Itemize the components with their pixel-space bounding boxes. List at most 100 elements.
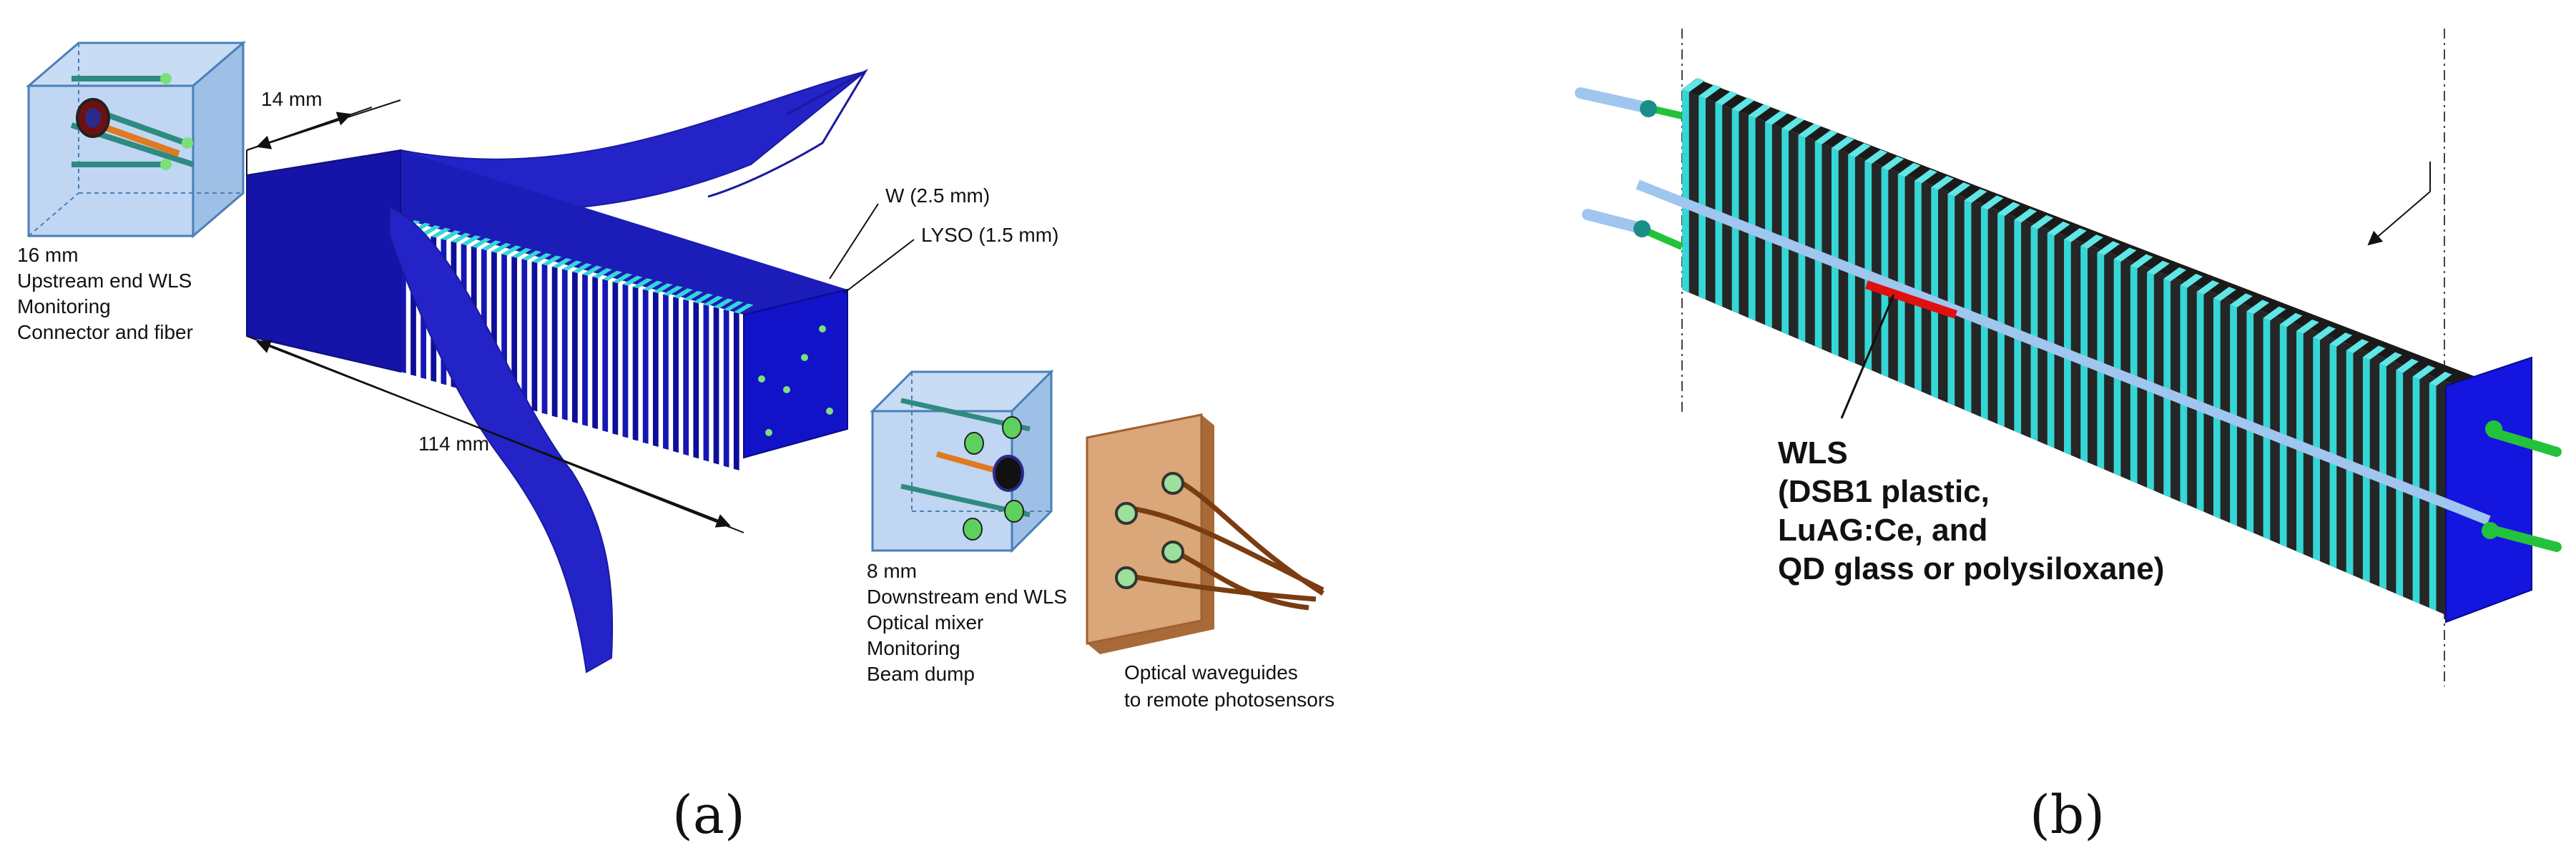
tungsten-layer bbox=[602, 279, 609, 433]
scintillator-plate-top bbox=[2279, 312, 2303, 327]
lyso-layer bbox=[582, 265, 602, 276]
scintillator-plate-top bbox=[1964, 189, 1987, 204]
scintillator-plate-top bbox=[2130, 254, 2153, 269]
tungsten-layer bbox=[723, 309, 729, 468]
tungsten-layer bbox=[582, 274, 588, 427]
scintillator-plate-top bbox=[1848, 143, 1871, 158]
scintillator-plate-top bbox=[1814, 130, 1838, 144]
lyso-layer bbox=[602, 270, 623, 281]
scintillator-plate-top bbox=[1931, 175, 1955, 190]
tungsten-layer bbox=[572, 272, 578, 423]
downstream-label-block: 8 mm Downstream end WLS Optical mixer Mo… bbox=[867, 560, 1067, 685]
waveguide-plate bbox=[1086, 413, 1324, 654]
scintillator-plate bbox=[2047, 232, 2055, 448]
scintillator-plate-top bbox=[2429, 371, 2452, 386]
upstream-label-block: 16 mm Upstream end WLS Monitoring Connec… bbox=[17, 244, 193, 343]
scintillator-plate bbox=[1864, 161, 1872, 370]
scintillator-plate-top bbox=[1715, 91, 1739, 106]
scintillator-plate-top bbox=[2047, 221, 2070, 236]
pointer-arrow bbox=[2367, 191, 2431, 246]
scintillator-plate-top bbox=[1881, 156, 1904, 171]
scintillator-plate bbox=[1931, 187, 1939, 399]
lyso-layer bbox=[551, 257, 572, 268]
scintillator-plate-top bbox=[2379, 352, 2402, 367]
scintillator-plate-top bbox=[1947, 182, 1971, 197]
lyso-layer-label: LYSO (1.5 mm) bbox=[921, 224, 1058, 246]
upstream-label-line: Upstream end WLS bbox=[17, 270, 192, 292]
lyso-layer bbox=[612, 273, 633, 284]
lyso-layer bbox=[451, 232, 471, 243]
scintillator-plate-top bbox=[1997, 202, 2020, 217]
upstream-label-line: 16 mm bbox=[17, 244, 79, 266]
tungsten-layer-label: W (2.5 mm) bbox=[885, 184, 990, 207]
scintillator-plate-top bbox=[2362, 345, 2386, 360]
waveguide-label-block: Optical waveguides to remote photosensor… bbox=[1124, 661, 1334, 711]
panel-b-diagram: WLS (DSB1 plastic, LuAG:Ce, and QD glass… bbox=[1575, 29, 2562, 846]
lyso-layer bbox=[663, 285, 683, 296]
scintillator-plate-top bbox=[2147, 260, 2170, 275]
scintillator-plate-top bbox=[1980, 195, 2004, 210]
panel-a-diagram: 14 mm 114 mm W (2.5 mm) LYSO (1.5 mm) 16… bbox=[17, 40, 1334, 846]
scintillator-plate bbox=[1914, 180, 1922, 392]
scintillator-plate bbox=[2147, 272, 2154, 491]
scintillator-plate bbox=[2080, 246, 2088, 463]
lyso-layer bbox=[511, 247, 532, 258]
scintillator-plate-top bbox=[1798, 123, 1822, 138]
downstream-mixer-cube bbox=[870, 369, 1054, 553]
lyso-layer bbox=[441, 230, 461, 241]
scintillator-plate-top bbox=[2329, 332, 2353, 347]
stack-end-face bbox=[743, 288, 848, 459]
wls-label-line: (DSB1 plastic, bbox=[1778, 474, 1990, 509]
calorimeter-stack bbox=[246, 149, 847, 373]
scintillator-plate bbox=[1748, 115, 1756, 321]
lyso-layer bbox=[531, 252, 552, 263]
scintillator-plate-top bbox=[2213, 287, 2236, 302]
scintillator-plate-top bbox=[1831, 137, 1854, 152]
panel-a-caption: (a) bbox=[672, 784, 745, 846]
scintillator-plate bbox=[1964, 200, 1972, 413]
scintillator-plate-top bbox=[2180, 273, 2203, 288]
lyso-layer bbox=[592, 268, 612, 278]
upstream-label-line: Connector and fiber bbox=[17, 321, 193, 343]
lyso-layer bbox=[683, 290, 704, 301]
wls-leader-line bbox=[1840, 294, 1895, 419]
scintillator-plate-top bbox=[1748, 104, 1771, 119]
scintillator-plate-top bbox=[2412, 365, 2436, 380]
lyso-layer bbox=[733, 303, 754, 314]
tungsten-layer bbox=[733, 312, 739, 470]
scintillator-plate bbox=[1897, 174, 1905, 385]
scintillator-plate bbox=[2130, 265, 2138, 484]
scintillator-plate bbox=[1682, 89, 1689, 293]
scintillator-plate-top bbox=[2196, 280, 2220, 295]
scintillator-plate bbox=[1798, 134, 1806, 342]
scintillator-plate-top bbox=[1897, 162, 1921, 177]
tungsten-layer bbox=[531, 261, 538, 412]
wls-label-block: WLS (DSB1 plastic, LuAG:Ce, and QD glass… bbox=[1778, 435, 2164, 586]
tungsten-layer bbox=[622, 284, 629, 438]
tungsten-layer bbox=[561, 269, 568, 420]
wls-fibers bbox=[1575, 87, 2562, 552]
downstream-label-line: Optical mixer bbox=[867, 611, 983, 633]
downstream-label-line: 8 mm bbox=[867, 560, 917, 582]
lyso-layer bbox=[693, 293, 714, 304]
scintillator-plate bbox=[1715, 102, 1723, 307]
scintillator-plate-top bbox=[2263, 306, 2286, 321]
lyso-layer bbox=[491, 242, 511, 253]
lyso-layer bbox=[673, 288, 693, 299]
scintillator-plate bbox=[1699, 96, 1706, 300]
dimension-114mm: 114 mm bbox=[246, 335, 744, 533]
upstream-connector-cube bbox=[25, 40, 247, 239]
scintillator-plate bbox=[1947, 194, 1955, 406]
dimension-14mm: 14 mm bbox=[246, 88, 401, 175]
stack-end-face-b bbox=[2445, 356, 2532, 623]
scintillator-plate bbox=[2113, 259, 2121, 477]
lyso-layer bbox=[723, 300, 744, 311]
tungsten-layer bbox=[713, 307, 719, 465]
scintillator-plate bbox=[1881, 167, 1889, 378]
lyso-layer bbox=[481, 240, 501, 251]
scintillator-plate-top bbox=[2296, 319, 2319, 334]
lyso-layer bbox=[471, 237, 491, 248]
tungsten-layer bbox=[673, 297, 679, 453]
tungsten-layer bbox=[511, 256, 518, 406]
